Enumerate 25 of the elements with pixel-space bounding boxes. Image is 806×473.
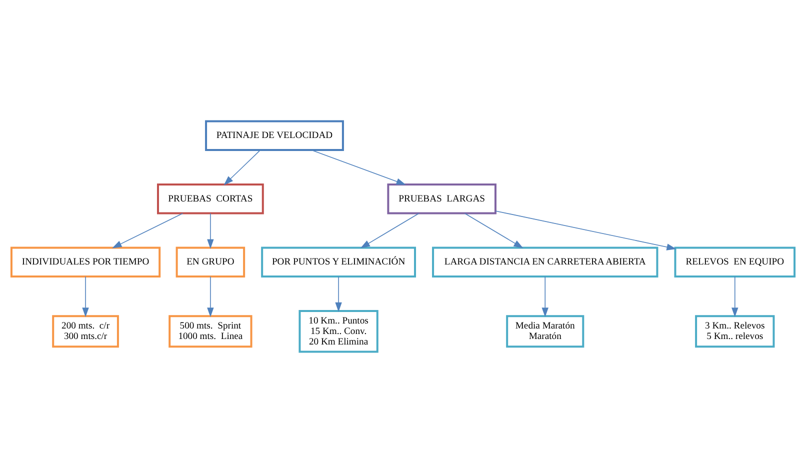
arrow bbox=[112, 212, 184, 248]
arrow bbox=[335, 276, 342, 312]
arrow bbox=[360, 212, 420, 248]
node-box: EN GRUPO bbox=[176, 246, 246, 278]
node-box: 3 Km.. Relevos 5 Km.. relevos bbox=[695, 315, 775, 348]
node-box: 500 mts. Sprint 1000 mts. Linea bbox=[168, 315, 252, 348]
node-box: PRUEBAS LARGAS bbox=[387, 183, 496, 214]
node-box: Media Maratón Maratón bbox=[506, 315, 584, 348]
node-box: INDIVIDUALES POR TIEMPO bbox=[10, 246, 161, 278]
node-box: 200 mts. c/r 300 mts.c/r bbox=[52, 315, 119, 348]
arrow bbox=[495, 210, 676, 250]
node-box: RELEVOS EN EQUIPO bbox=[674, 246, 796, 278]
arrow bbox=[464, 212, 524, 248]
arrow bbox=[207, 212, 214, 249]
arrow bbox=[82, 276, 89, 318]
arrow bbox=[207, 276, 214, 318]
arrow bbox=[224, 150, 261, 186]
node-box: POR PUNTOS Y ELIMINACIÓN bbox=[261, 246, 416, 278]
node-box: 10 Km.. Puntos 15 Km.. Conv. 20 Km Elimina bbox=[298, 310, 378, 353]
arrow bbox=[311, 150, 406, 185]
node-box: PATINAJE DE VELOCIDAD bbox=[205, 120, 344, 152]
arrow bbox=[542, 276, 548, 318]
arrow bbox=[732, 276, 738, 318]
node-box: PRUEBAS CORTAS bbox=[157, 183, 264, 214]
node-box: LARGA DISTANCIA EN CARRETERA ABIERTA bbox=[432, 246, 658, 278]
